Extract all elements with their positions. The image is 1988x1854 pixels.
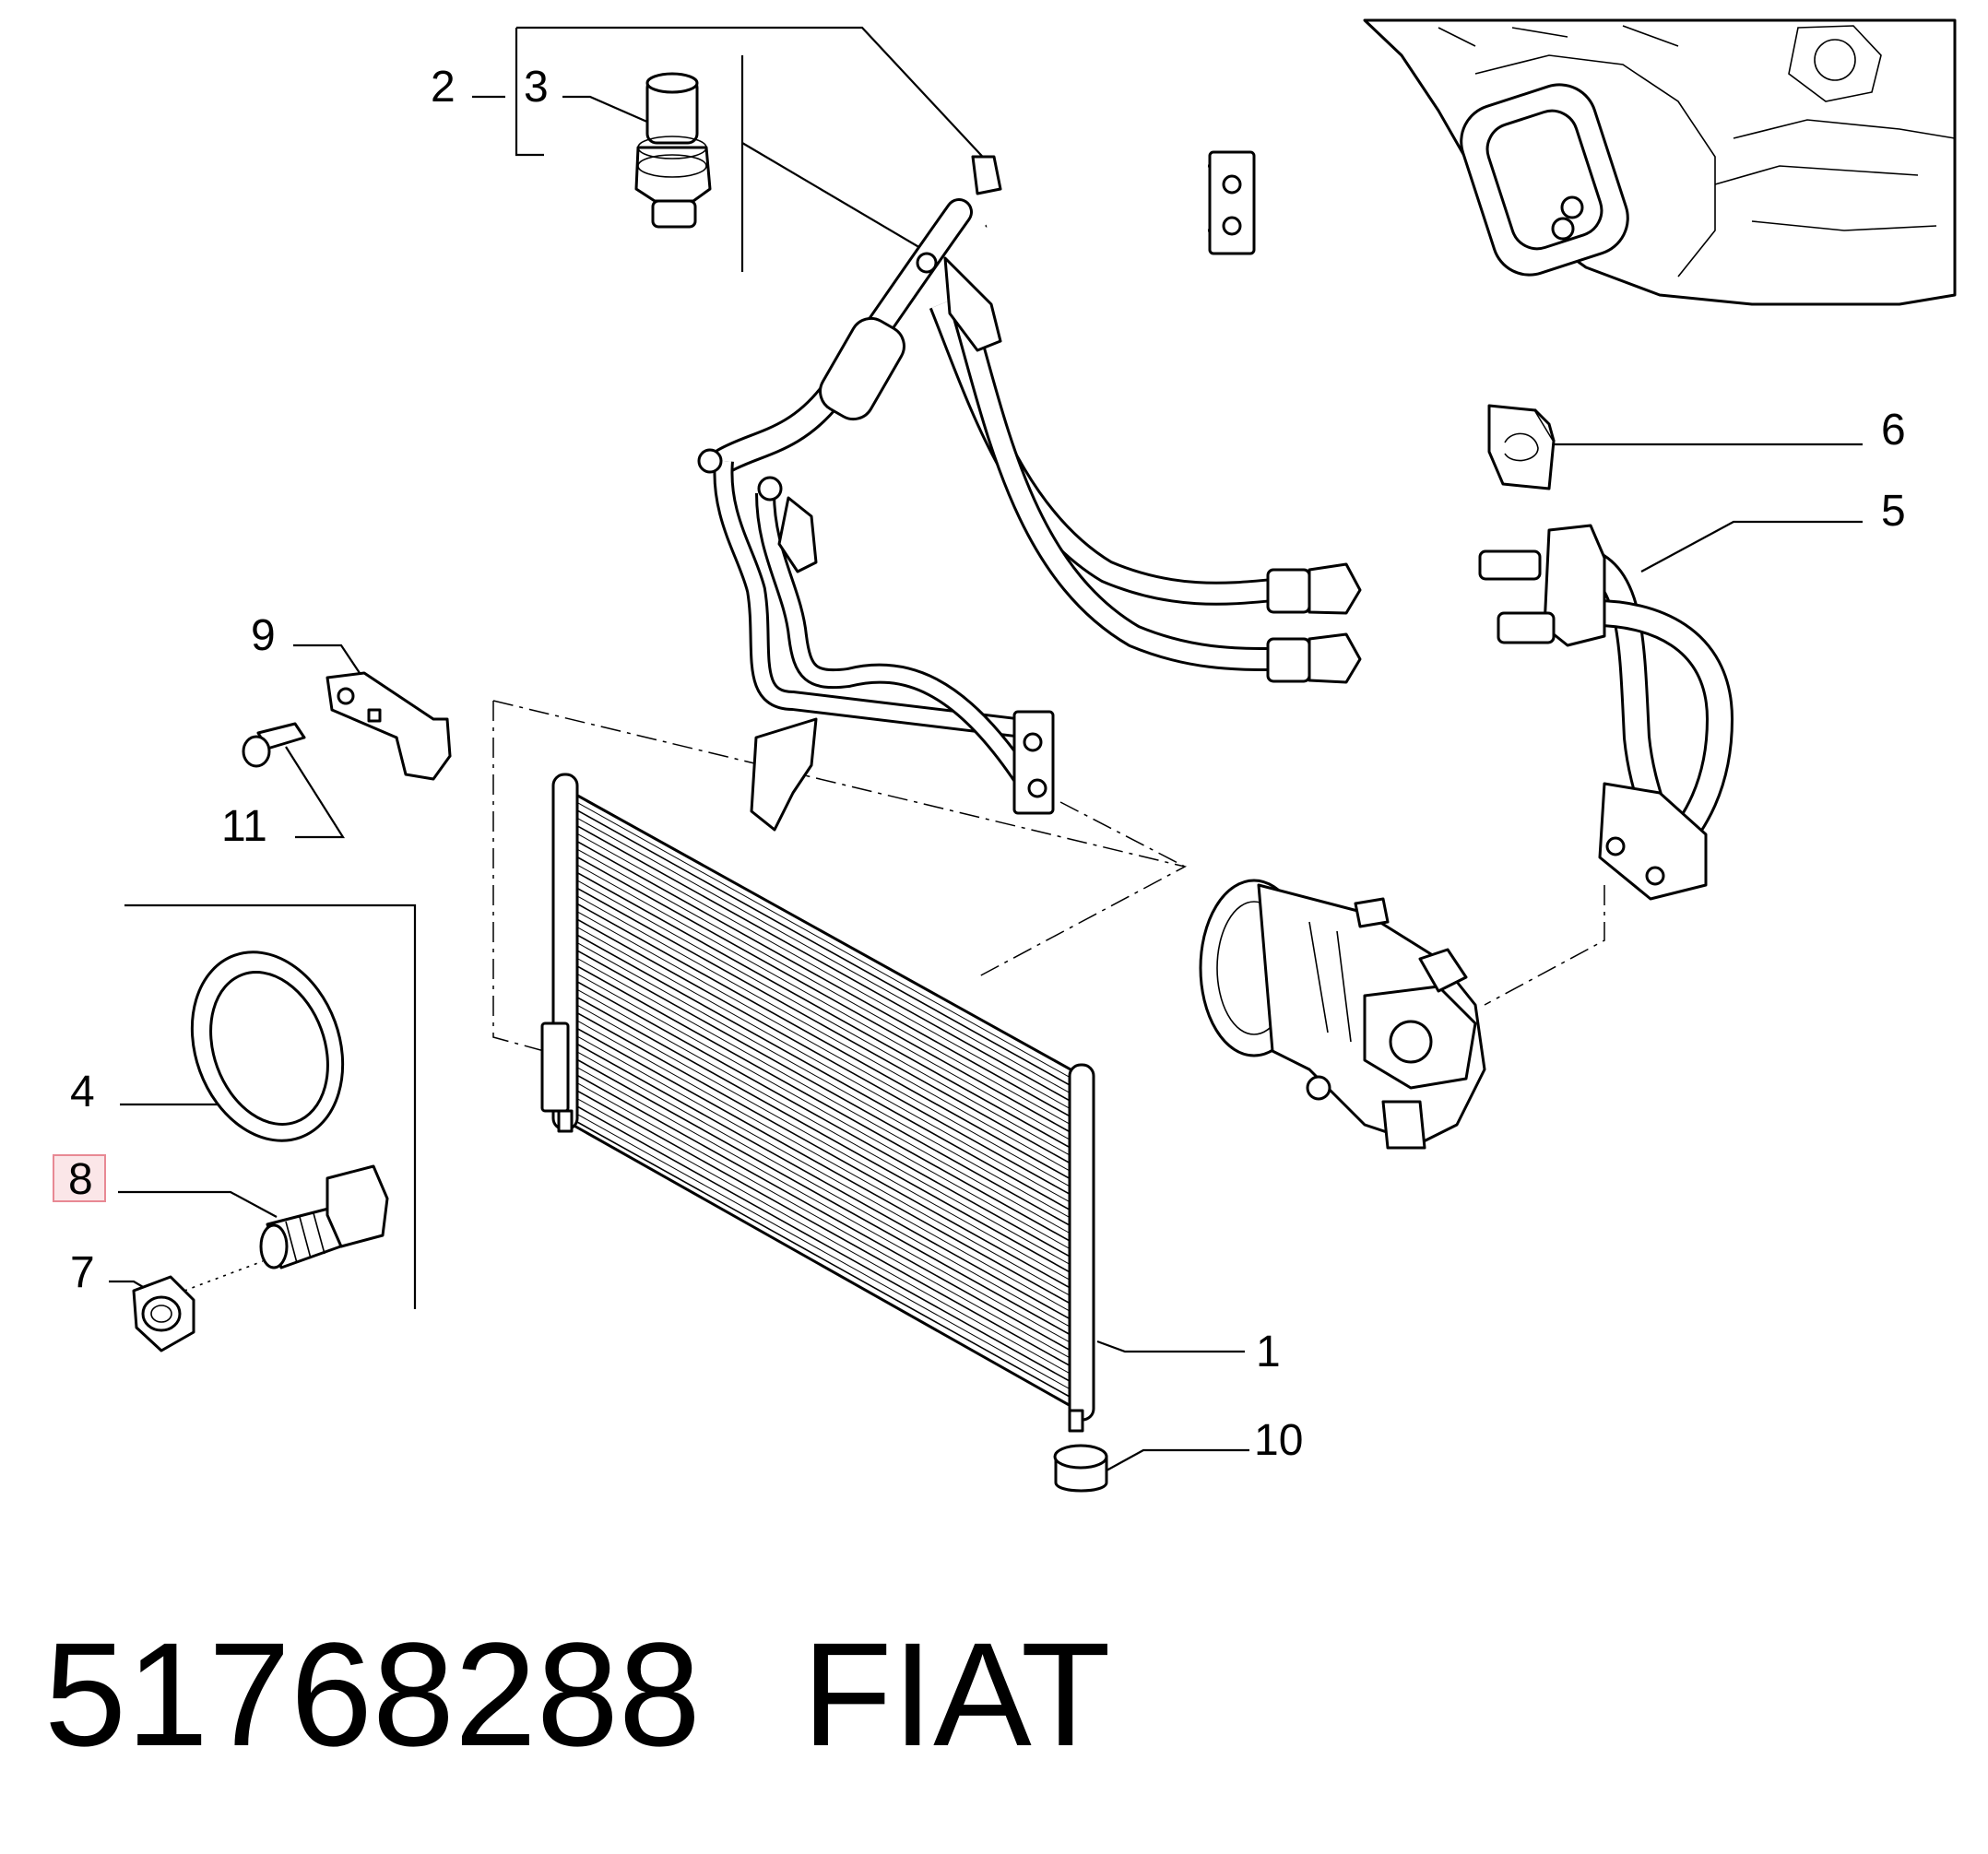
condenser-fin [576, 1004, 1071, 1281]
callout-leaders [109, 26, 1863, 1471]
condenser-part [540, 773, 1095, 1433]
rubber-bush-part [1053, 1444, 1108, 1493]
ac-compressor-illustration [1199, 879, 1486, 1150]
callout-8-label: 8 [68, 1155, 93, 1204]
callout-2-label: 2 [431, 63, 456, 112]
condenser-fin [576, 1027, 1071, 1305]
condenser-fin [576, 1114, 1071, 1389]
condenser-fin [576, 1058, 1071, 1336]
condenser-fin [576, 903, 1071, 1180]
refrigerant-hose-assembly-part [697, 150, 1362, 832]
condenser-fin [576, 950, 1071, 1226]
retaining-clip-part [1487, 404, 1556, 490]
condenser-fin [576, 1090, 1071, 1366]
condenser-fin [576, 927, 1071, 1203]
condenser-fin [576, 997, 1071, 1273]
callout-1-label: 1 [1256, 1328, 1281, 1376]
condenser-fin [576, 1074, 1071, 1351]
condenser-fin [576, 1011, 1071, 1289]
condenser-fin [576, 981, 1071, 1258]
condenser-fin [576, 1105, 1071, 1382]
condenser-fin [576, 942, 1071, 1219]
callout-6-label: 6 [1881, 406, 1906, 455]
callout-9-label: 9 [251, 611, 276, 660]
condenser-fin [576, 911, 1071, 1187]
condenser-fin [576, 833, 1071, 1109]
condenser-fin [576, 817, 1071, 1093]
callout-5-label: 5 [1881, 487, 1906, 536]
condenser-fin [576, 934, 1071, 1210]
condenser-fin [576, 973, 1071, 1249]
pressure-switch-part [634, 72, 712, 229]
mounting-bracket-part [325, 671, 452, 781]
condenser-fin [576, 1121, 1071, 1398]
condenser-fin [576, 848, 1071, 1125]
condenser-fin [576, 864, 1071, 1140]
bolt-part [259, 1164, 389, 1269]
condenser-fin [576, 958, 1071, 1234]
part-number: 51768288 [44, 1612, 701, 1777]
callout-3-label: 3 [524, 63, 549, 112]
callout-11-label: 11 [221, 802, 267, 851]
condenser-fin [576, 988, 1071, 1265]
callout-8-highlight [53, 1154, 106, 1202]
suction-pipe-part [1478, 524, 1734, 901]
condenser-fin [576, 887, 1071, 1164]
condenser-fin [576, 1020, 1071, 1296]
nut-part [132, 1275, 195, 1352]
callout-10-label: 10 [1254, 1416, 1303, 1465]
condenser-fin [576, 1082, 1071, 1359]
callout-7-label: 7 [70, 1248, 95, 1297]
screw-part [242, 722, 306, 768]
condenser-fin [576, 794, 1071, 1070]
condenser-fin [576, 1035, 1071, 1312]
condenser-fin [576, 825, 1071, 1102]
condenser-fin [576, 1067, 1071, 1343]
callout-labels: 1 2 3 4 5 6 7 8 9 10 11 [68, 63, 1906, 1465]
condenser-fin [576, 1098, 1071, 1375]
condenser-fin [576, 895, 1071, 1172]
seal-ring-part [190, 951, 345, 1142]
condenser-fin [576, 809, 1071, 1086]
engine-block-illustration [1363, 18, 1957, 306]
condenser-fin [576, 841, 1071, 1117]
callout-4-label: 4 [70, 1068, 95, 1116]
brand-name: FIAT [801, 1612, 1111, 1777]
condenser-fin [576, 1051, 1071, 1328]
condenser-fin [576, 856, 1071, 1133]
condenser-fin [576, 1043, 1071, 1320]
assembly-guide-lines [183, 700, 1605, 1292]
condenser-fin [576, 918, 1071, 1195]
condenser-fin [576, 802, 1071, 1078]
condenser-fins [576, 794, 1071, 1398]
condenser-fin [576, 880, 1071, 1156]
condenser-fin [576, 965, 1071, 1242]
condenser-fin [576, 871, 1071, 1149]
